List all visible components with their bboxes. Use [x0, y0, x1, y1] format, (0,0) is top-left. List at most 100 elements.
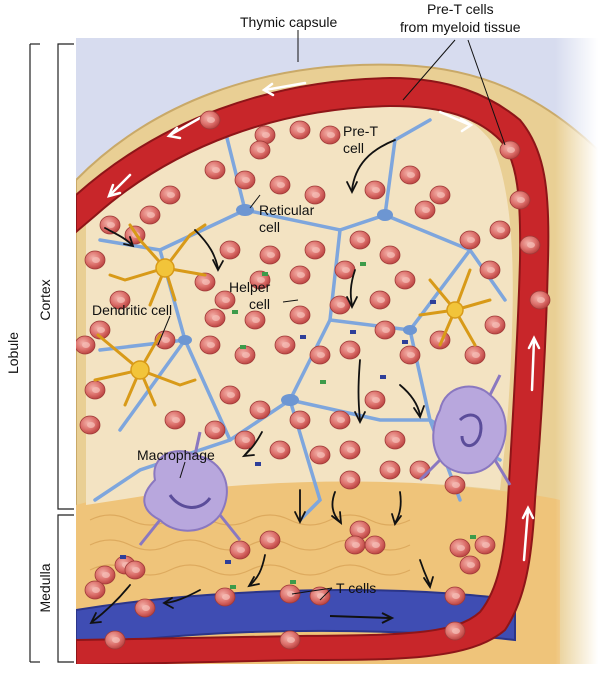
t-cell-nucleus — [162, 337, 170, 343]
t-cell-nucleus — [92, 387, 100, 393]
t-cell-nucleus — [277, 182, 285, 188]
t-cell-nucleus — [147, 212, 155, 218]
t-cell-nucleus — [317, 352, 325, 358]
cortex-region — [86, 100, 513, 505]
surface-marker — [470, 535, 476, 539]
t-cell-nucleus — [242, 437, 250, 443]
label-thymic-capsule: Thymic capsule — [240, 14, 337, 30]
t-cell-nucleus — [117, 297, 125, 303]
t-cell-nucleus — [97, 327, 105, 333]
t-cell-nucleus — [357, 237, 365, 243]
surface-marker — [290, 580, 296, 584]
t-cell-nucleus — [252, 317, 260, 323]
surface-marker — [402, 340, 408, 344]
dendritic-cell-3 — [418, 268, 492, 347]
label-cortex: Cortex — [37, 279, 53, 320]
surface-marker — [300, 335, 306, 339]
t-cell-nucleus — [407, 352, 415, 358]
t-cell-nucleus — [452, 628, 460, 634]
t-cell-nucleus — [287, 591, 295, 597]
t-cell-nucleus — [227, 392, 235, 398]
t-cell-nucleus — [352, 542, 360, 548]
surface-marker — [225, 560, 231, 564]
t-cell-nucleus — [372, 397, 380, 403]
t-cell-nucleus — [282, 342, 290, 348]
t-cell-nucleus — [312, 247, 320, 253]
t-cell-nucleus — [277, 447, 285, 453]
label-pre-t-cell-2: cell — [343, 140, 364, 156]
t-cell-nucleus — [417, 467, 425, 473]
t-cell-nucleus — [392, 437, 400, 443]
surface-marker — [230, 585, 236, 589]
t-cell-nucleus — [497, 227, 505, 233]
surface-marker — [320, 380, 326, 384]
t-cell-nucleus — [452, 482, 460, 488]
t-cell-nucleus — [337, 417, 345, 423]
surface-marker — [350, 330, 356, 334]
label-reticular-cell-1: Reticular — [259, 202, 315, 218]
t-cell-nucleus — [107, 222, 115, 228]
migration-arrows — [89, 139, 434, 625]
surface-marker — [430, 300, 436, 304]
dendritic-cell-1 — [108, 223, 207, 307]
t-cell-nucleus — [267, 537, 275, 543]
t-cell-nucleus — [267, 252, 275, 258]
surface-marker — [120, 555, 126, 559]
label-pre-t-cells-1: Pre-T cells — [427, 1, 494, 17]
t-cell-nucleus — [297, 417, 305, 423]
surface-marker — [262, 272, 268, 276]
t-cell-nucleus — [142, 605, 150, 611]
t-cell-nucleus — [227, 247, 235, 253]
label-helper-cell-2: cell — [249, 296, 270, 312]
dendritic-cell-2 — [93, 333, 197, 407]
t-cell-nucleus — [382, 327, 390, 333]
t-cell-nucleus — [212, 315, 220, 321]
t-cell-nucleus — [377, 297, 385, 303]
t-cell-nucleus — [82, 342, 90, 348]
surface-marker — [240, 345, 246, 349]
t-cell-nucleus — [202, 279, 210, 285]
t-cell-nucleus — [167, 192, 175, 198]
t-cell-nucleus — [297, 312, 305, 318]
t-cell-nucleus — [387, 467, 395, 473]
t-cell-nucleus — [437, 192, 445, 198]
label-pre-t-cell-1: Pre-T — [343, 123, 378, 139]
t-cell-nucleus — [347, 347, 355, 353]
t-cell-nucleus — [257, 407, 265, 413]
surface-marker — [232, 310, 238, 314]
side-brackets — [29, 43, 74, 663]
t-cell-nucleus — [467, 562, 475, 568]
t-cell-nucleus — [92, 587, 100, 593]
t-cell-nucleus — [212, 427, 220, 433]
t-cell-nucleus — [257, 277, 265, 283]
t-cell-nucleus — [297, 127, 305, 133]
t-cell-nucleus — [387, 252, 395, 258]
t-cell-nucleus — [207, 342, 215, 348]
t-cell-nucleus — [372, 187, 380, 193]
t-cell-nucleus — [482, 542, 490, 548]
t-cell-nucleus — [347, 447, 355, 453]
t-cell-nucleus — [492, 322, 500, 328]
leader-lines — [157, 30, 506, 601]
t-cell-nucleus — [287, 637, 295, 643]
t-cell-nucleus — [402, 277, 410, 283]
t-cell-nucleus — [422, 207, 430, 213]
t-cell-nucleus — [472, 352, 480, 358]
t-cell-nucleus — [372, 542, 380, 548]
t-cell-nucleus — [242, 352, 250, 358]
label-lobule: Lobule — [5, 332, 21, 374]
surface-marker — [380, 375, 386, 379]
t-cell-nucleus — [452, 593, 460, 599]
t-cell-nucleus — [527, 242, 535, 248]
t-cell-nucleus — [297, 272, 305, 278]
t-cell-nucleus — [487, 267, 495, 273]
t-cell-nucleus — [347, 477, 355, 483]
t-cell-nucleus — [172, 417, 180, 423]
t-cell-nucleus — [357, 527, 365, 533]
t-cell-nucleus — [467, 237, 475, 243]
t-cell-nucleus — [222, 297, 230, 303]
t-cell-nucleus — [207, 117, 215, 123]
t-cell-nucleus — [132, 567, 140, 573]
t-cell-nucleus — [457, 545, 465, 551]
